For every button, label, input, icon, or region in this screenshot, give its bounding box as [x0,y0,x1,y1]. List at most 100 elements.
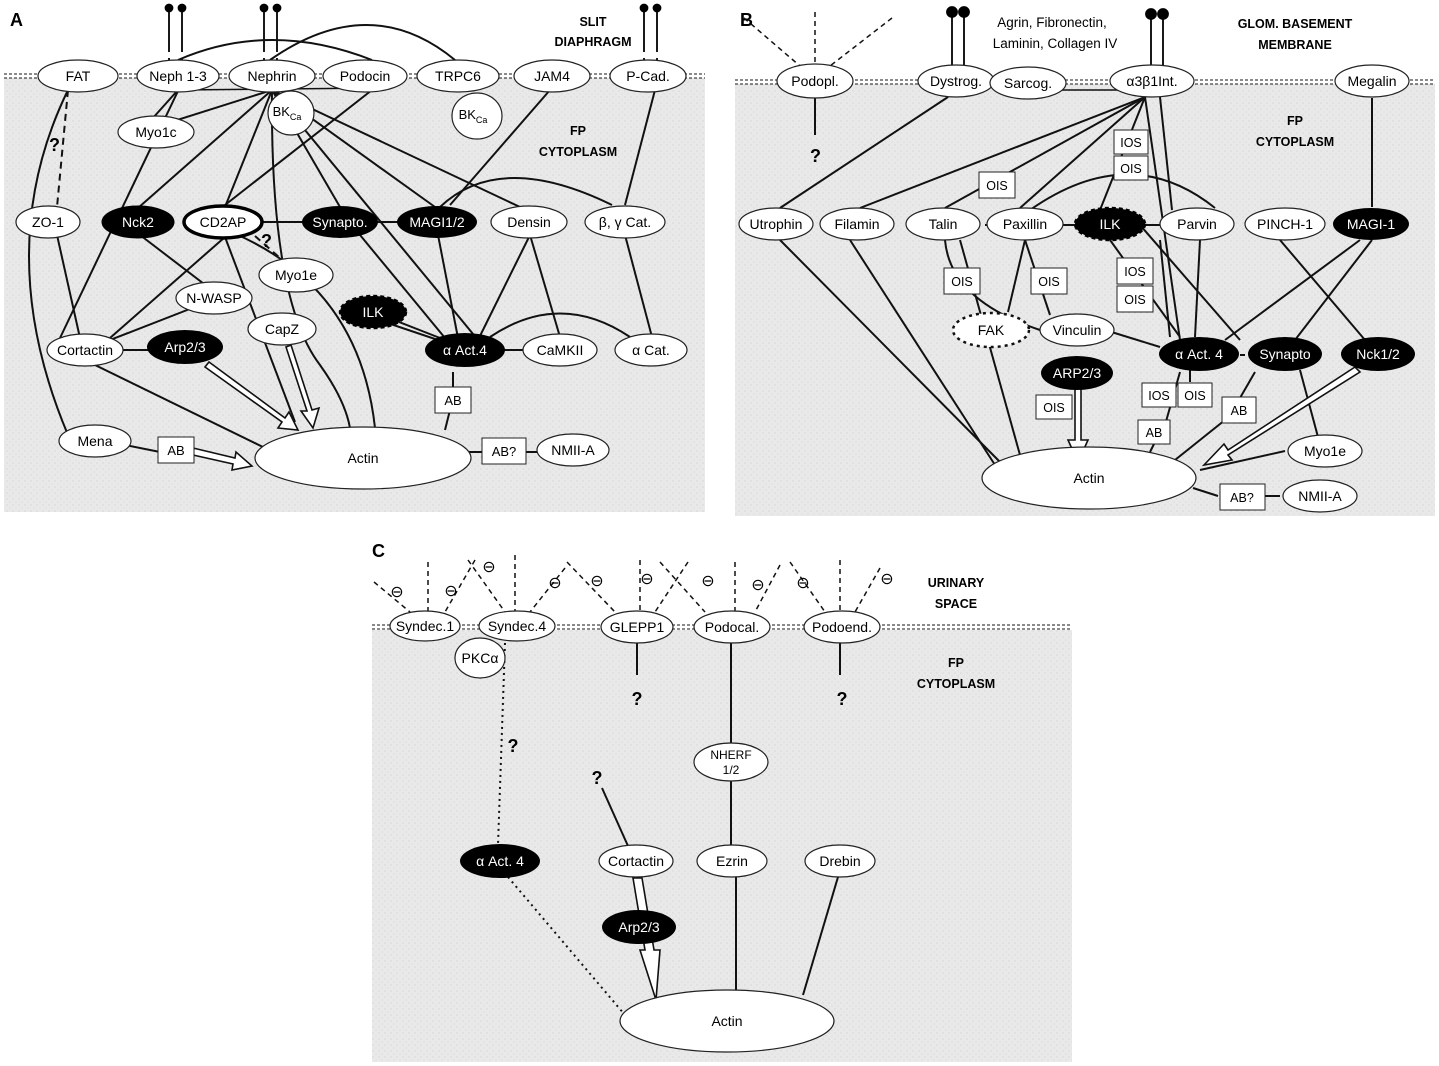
node-bkca-1: BKCa [267,90,315,136]
box-ab-nmiia: AB? [481,437,527,465]
box-ios-1: IOS [1113,129,1149,155]
svg-text:Podocal.: Podocal. [705,619,759,635]
charge-7: ⊖ [701,573,714,590]
node-glepp1: GLEPP1 [600,610,674,644]
svg-text:Myo1e: Myo1e [275,267,317,283]
svg-text:IOS: IOS [1120,136,1142,150]
svg-text:Parvin: Parvin [1177,216,1217,232]
svg-text:P-Cad.: P-Cad. [626,68,670,84]
svg-text:Nephrin: Nephrin [247,68,296,84]
svg-text:β, γ Cat.: β, γ Cat. [599,214,651,230]
svg-text:Podocin: Podocin [340,68,391,84]
panel-a-receptor-stalk-gaps [168,52,658,58]
node-cd2ap: CD2AP [182,204,264,240]
node-fak: FAK [951,311,1031,349]
svg-text:AB: AB [1231,404,1248,418]
node-cortactin: Cortactin [598,844,674,878]
box-ab-3: AB? [1219,483,1266,511]
svg-text:ARP2/3: ARP2/3 [1053,365,1101,381]
svg-text:AB: AB [167,443,184,458]
panel-c-question-4: ? [592,768,603,788]
svg-text:Synapto: Synapto [1259,346,1311,362]
node-megalin: Megalin [1334,64,1410,98]
panel-b-membrane-label-2: MEMBRANE [1258,38,1332,52]
svg-text:IOS: IOS [1148,389,1170,403]
box-ois-2: OIS [978,171,1016,199]
node-pcad: P-Cad. [609,59,687,93]
panel-a-question-1: ? [49,135,60,155]
svg-text:Megalin: Megalin [1347,73,1396,89]
charge-9: ⊖ [796,575,809,592]
svg-text:α Act.4: α Act.4 [443,342,487,358]
node-mena: Mena [58,424,132,458]
svg-text:MAGI1/2: MAGI1/2 [409,214,464,230]
svg-text:Talin: Talin [929,216,958,232]
panel-a-arrows [192,343,321,472]
panel-b-arrow-nck [1201,365,1362,467]
svg-text:Podoend.: Podoend. [812,619,872,635]
svg-text:GLEPP1: GLEPP1 [610,619,665,635]
panel-c-charges: ⊖ ⊖ ⊖ ⊖ ⊖ ⊖ ⊖ ⊖ ⊖ ⊖ [390,559,893,601]
svg-text:PKCα: PKCα [462,650,499,666]
svg-text:ZO-1: ZO-1 [32,214,64,230]
panel-a-membrane-label-1: SLIT [579,15,606,29]
node-podocal: Podocal. [693,610,771,644]
node-nck12: Nck1/2 [1341,337,1415,371]
svg-text:Sarcog.: Sarcog. [1004,75,1052,91]
box-ois-6: OIS [1035,394,1073,420]
svg-text:OIS: OIS [1038,275,1060,289]
node-magi: MAGI1/2 [397,206,477,238]
node-pinch: PINCH-1 [1244,207,1326,241]
node-nmiia: NMII-A [1282,479,1358,513]
node-zo1: ZO-1 [15,205,81,239]
node-nephrin: Nephrin [228,59,316,93]
svg-text:α Act. 4: α Act. 4 [476,853,524,869]
node-actin: Actin [254,426,472,490]
node-synapto: Synapto [1248,337,1322,371]
node-bkca-2: BKCa [451,92,503,140]
svg-text:NMII-A: NMII-A [1298,488,1342,504]
node-cortactin: Cortactin [46,333,124,367]
node-pkca: PKCα [454,637,506,679]
svg-text:N-WASP: N-WASP [186,290,241,306]
box-ios-3: IOS [1141,382,1177,408]
svg-text:OIS: OIS [1043,401,1065,415]
node-filamin: Filamin [819,207,895,241]
node-podoend: Podoend. [803,610,881,644]
panel-c-nodes: Syndec.1 Syndec.4 GLEPP1 Podocal. Podoen… [389,610,881,1053]
panel-a-question-2: ? [261,231,272,251]
node-dystrog: Dystrog. [917,64,995,98]
panel-c-glycocalyx-dashes [373,555,881,613]
svg-text:Cortactin: Cortactin [608,853,664,869]
node-actin: Actin [981,446,1197,510]
node-integrin: α3β1Int. [1109,64,1195,98]
svg-text:Filamin: Filamin [834,216,879,232]
svg-text:Arp2/3: Arp2/3 [618,919,659,935]
svg-text:AB: AB [1146,426,1163,440]
panel-c-dotted-edges [497,642,626,1016]
svg-text:FAK: FAK [978,322,1005,338]
svg-text:Nck2: Nck2 [122,214,154,230]
box-ab-2: AB [1137,419,1171,445]
svg-text:BKCa: BKCa [459,107,488,125]
svg-text:JAM4: JAM4 [534,68,570,84]
node-parvin: Parvin [1159,207,1235,241]
charge-5: ⊖ [590,573,603,590]
charge-4: ⊖ [548,575,561,592]
charge-1: ⊖ [390,584,403,601]
node-nmiia: NMII-A [536,433,610,467]
panel-b-cytoplasm-label-1: FP [1287,114,1303,128]
node-nck2: Nck2 [101,205,175,239]
svg-text:Myo1c: Myo1c [135,124,176,140]
box-ios-2: IOS [1116,257,1154,285]
panel-b-boxes: IOS OIS OIS OIS OIS IOS OIS OIS IOS OIS … [943,129,1266,511]
node-syndec4: Syndec.4 [478,610,556,642]
svg-text:Densin: Densin [507,214,551,230]
node-utrophin: Utrophin [738,207,814,241]
node-arp23: Arp2/3 [602,910,676,944]
svg-text:BKCa: BKCa [273,104,302,122]
panel-a-arrow-mena [192,446,254,472]
box-ab-actinin: AB [434,386,472,414]
svg-text:Actin: Actin [1073,470,1104,486]
